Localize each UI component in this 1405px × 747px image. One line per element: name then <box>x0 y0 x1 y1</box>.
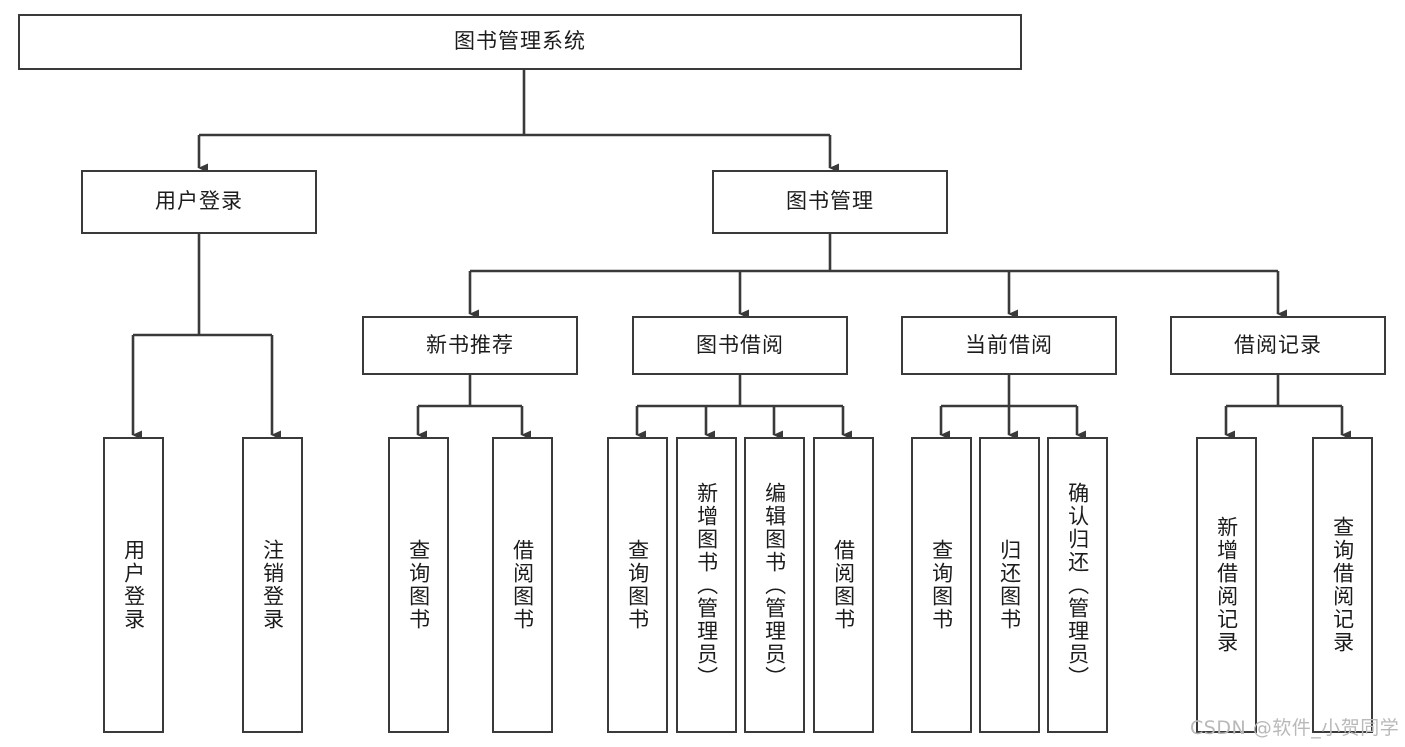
node-root[interactable]: 图书管理系统 <box>18 14 1022 70</box>
node-book-manage-label: 图书管理 <box>786 189 874 214</box>
node-root-label: 图书管理系统 <box>454 29 586 54</box>
node-leaf-return-book[interactable]: 归还图书 <box>979 437 1040 733</box>
node-leaf-query-book-2-label: 查询图书 <box>625 539 650 631</box>
node-borrow-record[interactable]: 借阅记录 <box>1170 316 1386 375</box>
node-leaf-query-book-3[interactable]: 查询图书 <box>911 437 972 733</box>
node-leaf-return-book-label: 归还图书 <box>997 539 1022 631</box>
node-current-borrow[interactable]: 当前借阅 <box>901 316 1117 375</box>
node-leaf-confirm-return[interactable]: 确认归还（管理员） <box>1047 437 1108 733</box>
node-leaf-query-book-1-label: 查询图书 <box>406 539 431 631</box>
node-leaf-add-book[interactable]: 新增图书（管理员） <box>676 437 737 733</box>
node-leaf-edit-book-label: 编辑图书（管理员） <box>762 481 787 689</box>
node-leaf-logout-login-label: 注销登录 <box>260 539 285 631</box>
node-leaf-borrow-book-2-label: 借阅图书 <box>831 539 856 631</box>
node-leaf-query-record[interactable]: 查询借阅记录 <box>1312 437 1373 733</box>
node-leaf-confirm-return-label: 确认归还（管理员） <box>1065 481 1090 689</box>
node-borrow-record-label: 借阅记录 <box>1234 332 1322 357</box>
node-leaf-borrow-book-2[interactable]: 借阅图书 <box>813 437 874 733</box>
node-leaf-user-login-label: 用户登录 <box>121 539 146 631</box>
node-new-book-recommend-label: 新书推荐 <box>426 332 514 357</box>
node-leaf-add-book-label: 新增图书（管理员） <box>694 481 719 689</box>
node-leaf-edit-book[interactable]: 编辑图书（管理员） <box>744 437 805 733</box>
node-leaf-borrow-book-1[interactable]: 借阅图书 <box>492 437 553 733</box>
csdn-watermark: CSDN @软件_小贺同学 <box>1190 717 1400 739</box>
node-current-borrow-label: 当前借阅 <box>965 332 1053 357</box>
node-leaf-query-book-2[interactable]: 查询图书 <box>607 437 668 733</box>
node-new-book-recommend[interactable]: 新书推荐 <box>362 316 578 375</box>
node-book-borrow-label: 图书借阅 <box>696 332 784 357</box>
node-leaf-user-login[interactable]: 用户登录 <box>103 437 164 733</box>
node-user-login-label: 用户登录 <box>155 189 243 214</box>
node-book-manage[interactable]: 图书管理 <box>712 170 948 234</box>
node-leaf-add-record[interactable]: 新增借阅记录 <box>1196 437 1257 733</box>
node-leaf-add-record-label: 新增借阅记录 <box>1214 516 1239 654</box>
node-leaf-query-book-3-label: 查询图书 <box>929 539 954 631</box>
node-user-login[interactable]: 用户登录 <box>81 170 317 234</box>
node-leaf-query-book-1[interactable]: 查询图书 <box>388 437 449 733</box>
node-book-borrow[interactable]: 图书借阅 <box>632 316 848 375</box>
node-leaf-borrow-book-1-label: 借阅图书 <box>510 539 535 631</box>
node-leaf-query-record-label: 查询借阅记录 <box>1330 516 1355 654</box>
node-leaf-logout-login[interactable]: 注销登录 <box>242 437 303 733</box>
